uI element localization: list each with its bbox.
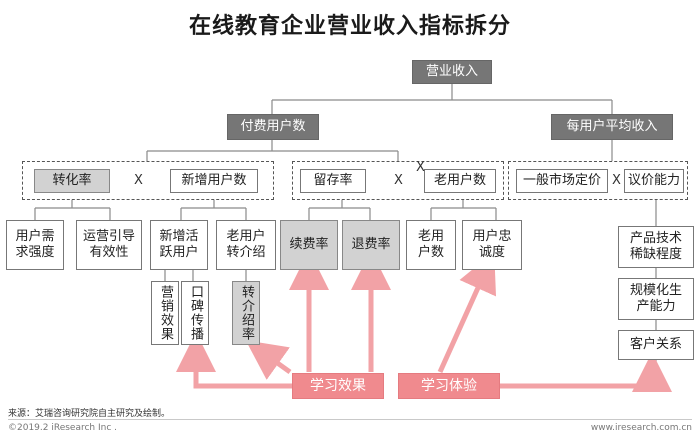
node-refund-rate: 退费率: [342, 220, 400, 270]
node-renewal-rate: 续费率: [280, 220, 338, 270]
node-user-demand: 用户需求强度: [6, 220, 64, 270]
copyright: ©2019.2 iResearch Inc .: [8, 423, 118, 433]
node-old-user-count: 老用户数: [406, 220, 456, 270]
multiply-sign: X: [612, 173, 621, 188]
multiply-sign: X: [394, 173, 403, 188]
node-product-scarcity: 产品技术稀缺程度: [618, 226, 694, 268]
node-paying-users: 付费用户数: [227, 114, 319, 140]
source-note: 来源：艾瑞咨询研究院自主研究及绘制。: [8, 409, 171, 419]
node-word-of-mouth: 口碑传播: [181, 281, 209, 345]
node-referral-rate: 转介绍率: [232, 281, 260, 345]
multiply-sign: X: [416, 160, 425, 175]
node-premium-ability: 议价能力: [624, 169, 684, 193]
node-ops-guidance: 运营引导有效性: [76, 220, 142, 270]
node-learning-experience: 学习体验: [398, 373, 500, 399]
group-pricing: [508, 161, 688, 200]
node-old-users: 老用户数: [424, 169, 496, 193]
node-arpu: 每用户平均收入: [551, 114, 673, 140]
diagram-title: 在线教育企业营业收入指标拆分: [188, 14, 511, 39]
multiply-sign: X: [134, 173, 143, 188]
group-old-user-revenue: [292, 161, 504, 200]
node-market-pricing: 一般市场定价: [516, 169, 608, 193]
footer-divider: [8, 419, 692, 420]
node-retention-rate: 留存率: [300, 169, 366, 193]
group-new-user-revenue: [22, 161, 274, 200]
node-revenue: 营业收入: [412, 60, 492, 84]
node-learning-effect: 学习效果: [292, 373, 384, 399]
node-customer-relation: 客户关系: [618, 330, 694, 360]
node-old-user-referral: 老用户转介绍: [216, 220, 276, 270]
node-new-active-users: 新增活跃用户: [150, 220, 208, 270]
node-user-loyalty: 用户忠诚度: [462, 220, 522, 270]
node-scale-capability: 规模化生产能力: [618, 278, 694, 320]
website: www.iresearch.com.cn: [590, 423, 692, 433]
node-new-users: 新增用户数: [170, 169, 258, 193]
node-marketing-effect: 营销效果: [151, 281, 179, 345]
node-conversion-rate: 转化率: [34, 169, 110, 193]
